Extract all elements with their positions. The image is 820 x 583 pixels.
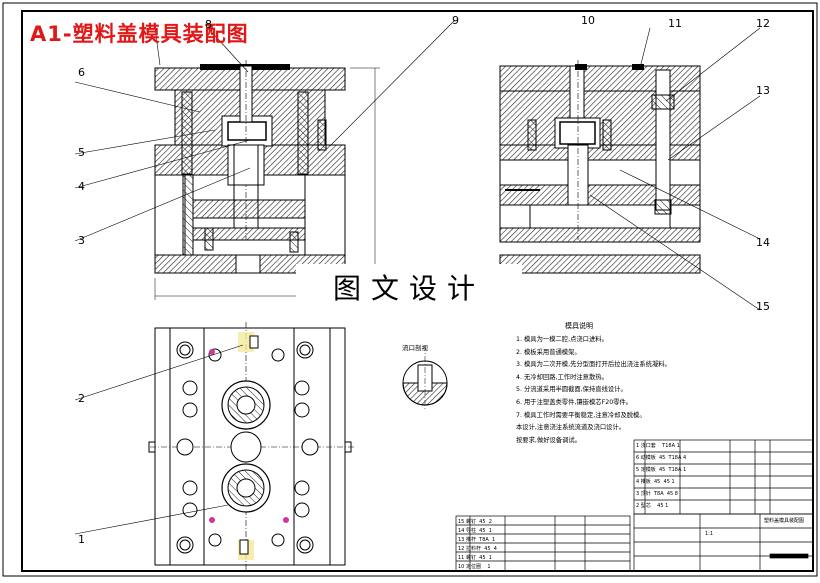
bom-row: 13 推杆 T8A 1	[458, 537, 496, 543]
note-item: 2. 模板采用普通模架。	[516, 348, 581, 356]
bom-row: 6 动模板 45 T18A 4	[636, 455, 687, 461]
section-label: 流口剖视	[402, 344, 428, 352]
drawing-title: A1-塑料盖模具装配图	[30, 22, 249, 46]
bom-row: 10 定位圈 1	[458, 564, 491, 570]
part-number-2: 2	[78, 392, 85, 405]
bom-row: 4 推板 45 45 1	[636, 479, 675, 485]
note-item: 6. 用于注塑盖类零件,镶嵌模芯F20零件。	[516, 398, 633, 406]
bom-row: 5 定模板 45 T18A 1	[636, 467, 687, 473]
bom-row: 1 浇口套 T18A 1	[636, 443, 680, 449]
notes-title: 模具说明	[565, 322, 593, 330]
bom-row: 15 螺钉 45 2	[458, 519, 492, 525]
part-number-3: 3	[78, 234, 85, 247]
part-number-6: 6	[78, 66, 85, 79]
part-number-8: 8	[205, 18, 212, 31]
note-item: 本设计,注意浇注系统流道及浇口设计。	[516, 424, 626, 432]
bom-row: 11 螺钉 45 1	[458, 555, 492, 561]
part-number-13: 13	[756, 84, 770, 97]
side-view	[499, 60, 701, 274]
scale-value: 1:1	[705, 531, 714, 537]
leader-lines	[74, 19, 761, 535]
bom-row: 14 导柱 45 1	[458, 528, 492, 534]
part-number-5: 5	[78, 146, 85, 159]
note-item: 5. 分流道采用半圆截面,保持直线设计。	[516, 386, 627, 394]
part-number-11: 11	[668, 17, 682, 30]
sprue-section-detail	[402, 345, 448, 410]
bom-row: 12 拉料杆 45 4	[458, 546, 497, 552]
note-item: 1. 模具为一模二腔,点浇口进料。	[516, 336, 608, 343]
part-number-14: 14	[756, 236, 770, 249]
part-number-4: 4	[78, 180, 85, 193]
note-item: 3. 模具为二次开模,先分型面打开后拉出浇注系统凝料。	[516, 361, 671, 369]
part-number-10: 10	[581, 14, 595, 27]
part-number-9: 9	[452, 14, 459, 27]
technical-notes: 1. 模具为一模二腔,点浇口进料。 2. 模板采用普通模架。 3. 模具为二次开…	[516, 334, 671, 447]
title-block-grid	[455, 439, 814, 572]
note-item: 7. 模具工作时需要平衡稳定,注意冷却及脱模。	[516, 411, 646, 419]
part-number-1: 1	[78, 533, 85, 546]
watermark-text: 图文设计	[296, 264, 522, 314]
front-view	[154, 60, 380, 300]
bom-row: 2 型芯 45 1	[636, 503, 669, 509]
part-number-12: 12	[756, 17, 770, 30]
drawing-name: 塑料盖模具装配图	[764, 518, 805, 524]
bom-row: 3 顶针 T8A 45 8	[636, 491, 678, 497]
note-item: 4. 无冷却回路,工作时注意散热。	[516, 373, 608, 381]
part-number-15: 15	[756, 300, 770, 313]
note-item: 按要求,做好设备调试。	[516, 436, 581, 444]
top-view	[148, 322, 355, 570]
